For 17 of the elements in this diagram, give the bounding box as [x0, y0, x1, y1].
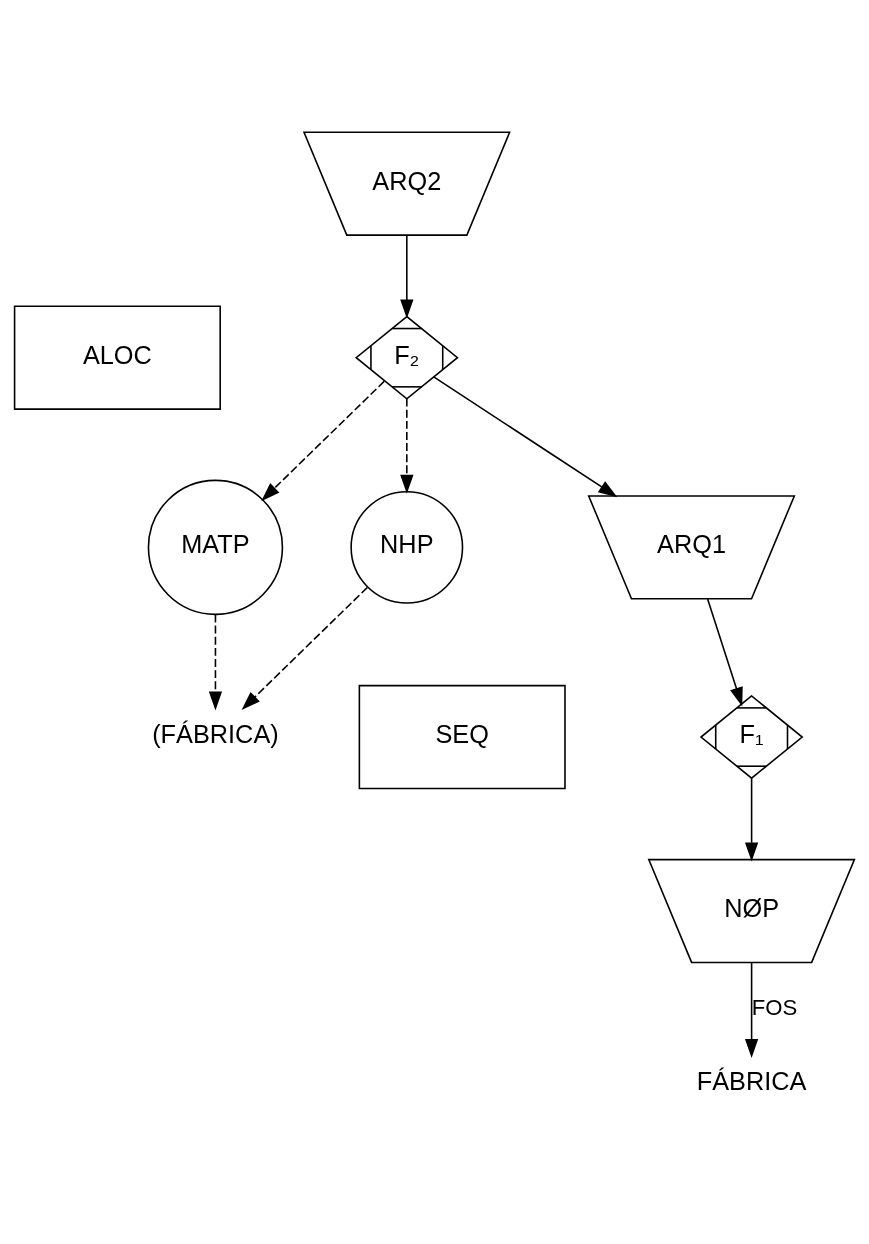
- node-box: SEQ: [358, 684, 566, 789]
- edge-label: FOS: [751, 994, 798, 1020]
- arrow: [744, 776, 759, 861]
- arrow: [208, 613, 223, 711]
- arrow: [433, 375, 618, 497]
- arrow: [241, 586, 368, 710]
- arrow: [706, 597, 743, 706]
- arrow: [744, 961, 759, 1058]
- arrow: [261, 380, 385, 501]
- node-text: (FÁBRICA): [152, 719, 279, 748]
- node-circle: NHP: [350, 490, 464, 604]
- node-text: FÁBRICA: [696, 1066, 807, 1095]
- arrow: [400, 233, 414, 319]
- node-diamond: F₁: [699, 694, 804, 779]
- node-diamond: F₂: [354, 315, 459, 400]
- node-box: ALOC: [13, 305, 221, 410]
- arrow: [400, 397, 414, 494]
